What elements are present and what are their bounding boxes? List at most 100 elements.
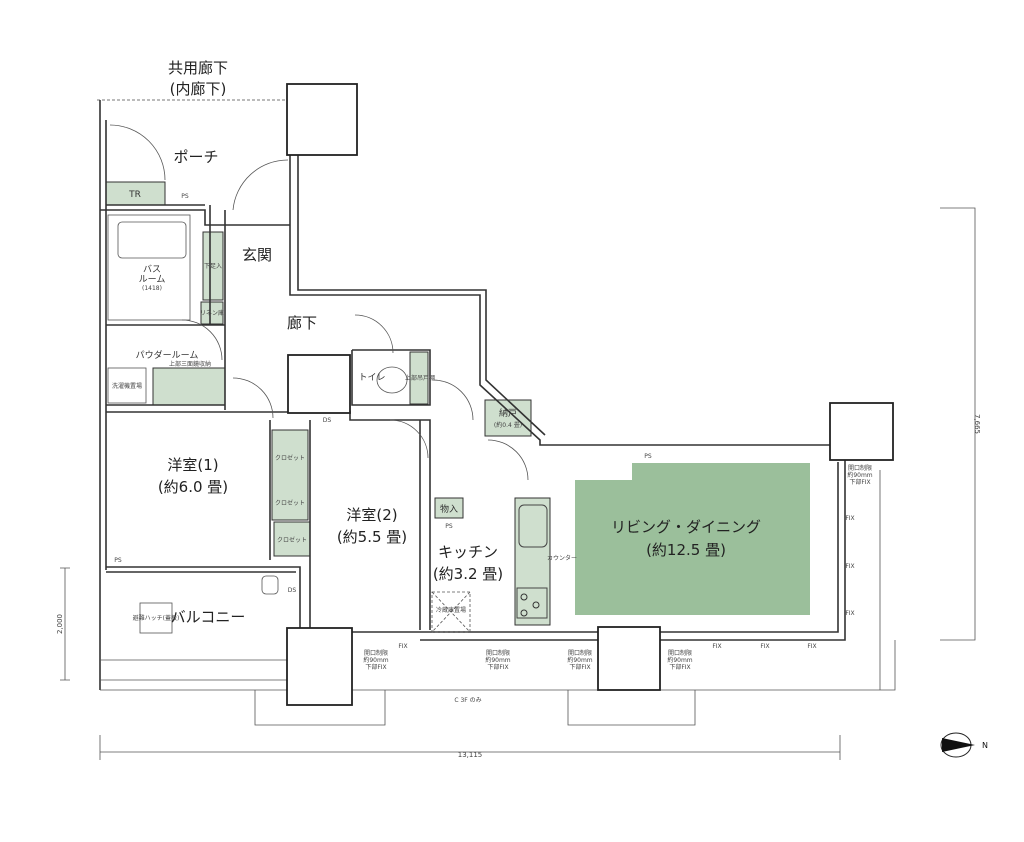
stove	[516, 587, 548, 619]
bath-label: バス	[143, 264, 161, 275]
drain-icon	[261, 575, 279, 595]
western1-label: 洋室(1)	[167, 456, 218, 474]
powder-room-label: パウダールーム	[136, 349, 199, 361]
width-dimension: 13,115	[458, 751, 483, 759]
entrance-label: 玄関	[242, 246, 272, 264]
svg-text:約90mm: 約90mm	[485, 656, 510, 664]
hatch-label: 避難ハッチ(蓋板)	[133, 614, 180, 622]
svg-text:開口制限: 開口制限	[848, 464, 872, 472]
depth-dimension: 7,665	[973, 414, 981, 434]
walls-left	[99, 100, 290, 690]
svg-text:下部FIX: 下部FIX	[669, 663, 690, 671]
living-size: (約12.5 畳)	[646, 541, 726, 559]
svg-text:FIX: FIX	[845, 515, 854, 522]
tr-label: TR	[128, 190, 141, 200]
closet-label: クロゼット	[275, 454, 305, 462]
storage	[434, 497, 464, 519]
svg-text:約90mm: 約90mm	[847, 471, 872, 479]
shoe-cabinet	[202, 231, 224, 301]
compass-icon: N	[940, 732, 988, 758]
kitchen-counter	[514, 497, 551, 626]
walls-interior	[106, 349, 431, 630]
toilet-storage-label: 上部吊戸棚	[405, 374, 435, 382]
porch-label: ポーチ	[173, 148, 218, 166]
toilet-icon	[376, 366, 408, 394]
burner-icon	[520, 593, 528, 601]
kitchen-label: キッチン	[438, 543, 498, 561]
shoe-cabinet-label: 下足入	[204, 263, 222, 270]
hatch-box	[139, 602, 173, 634]
svg-text:約90mm: 約90mm	[363, 656, 388, 664]
burner-icon	[532, 601, 540, 609]
svg-text:FIX: FIX	[845, 610, 854, 617]
washer-space	[107, 367, 147, 404]
balcony-lines	[100, 470, 896, 726]
svg-text:FIX: FIX	[760, 643, 769, 650]
living-label: リビング・ダイニング	[611, 518, 761, 536]
nando-size: (約0.4 畳)	[494, 421, 522, 429]
fridge-space	[431, 591, 471, 633]
western2-label: 洋室(2)	[346, 506, 397, 524]
walls-upper	[289, 100, 835, 446]
bath-size: (1418)	[142, 285, 162, 292]
washer-label: 洗濯機置場	[112, 382, 142, 390]
corridor-label: 共用廊下	[168, 59, 228, 77]
svg-text:下部FIX: 下部FIX	[849, 478, 870, 486]
svg-text:下部FIX: 下部FIX	[487, 663, 508, 671]
svg-text:FIX: FIX	[712, 643, 721, 650]
compass-north-label: N	[982, 741, 988, 750]
svg-text:下部FIX: 下部FIX	[365, 663, 386, 671]
ps-balcony-label: PS	[114, 557, 122, 564]
column	[286, 627, 353, 706]
hallway-label: 廊下	[287, 314, 317, 332]
ps-porch-label: PS	[181, 193, 189, 200]
column	[286, 83, 358, 156]
living-notch	[575, 463, 632, 480]
ds-balcony-label: DS	[288, 587, 297, 594]
column	[829, 402, 894, 461]
svg-text:開口制限: 開口制限	[364, 649, 388, 657]
balcony-dimension: 2,000	[56, 614, 64, 634]
nando-label: 納戸	[499, 407, 517, 419]
ps-living-label: PS	[644, 453, 652, 460]
svg-text:FIX: FIX	[845, 563, 854, 570]
bath-room	[107, 214, 191, 321]
fridge-cross	[431, 591, 471, 633]
fridge-label: 冷蔵庫置場	[436, 606, 466, 614]
closet-label: クロゼット	[275, 499, 305, 507]
burner-icon	[520, 609, 528, 617]
powder-note: 上部三面鏡収納	[169, 360, 211, 368]
svg-text:約90mm: 約90mm	[567, 656, 592, 664]
sink	[518, 504, 548, 548]
svg-text:開口制限: 開口制限	[486, 649, 510, 657]
vanity	[152, 367, 226, 406]
corridor-sub-label: (内廊下)	[170, 80, 227, 98]
western1-size: (約6.0 畳)	[158, 478, 228, 496]
door-swings	[109, 124, 529, 481]
width-dimension-line	[99, 735, 841, 760]
svg-text:開口制限: 開口制限	[668, 649, 692, 657]
kitchen-size: (約3.2 畳)	[433, 565, 503, 583]
balcony-label: バルコニー	[171, 608, 246, 626]
svg-text:FIX: FIX	[398, 643, 407, 650]
western2-size: (約5.5 畳)	[337, 528, 407, 546]
svg-text:開口制限: 開口制限	[568, 649, 592, 657]
balcony-dimension-line	[60, 567, 70, 681]
walls-outer	[106, 460, 846, 641]
svg-text:約90mm: 約90mm	[667, 656, 692, 664]
storage-label: 物入	[440, 503, 458, 515]
bathtub	[117, 221, 187, 259]
balcony-note: C 3F のみ	[454, 697, 481, 704]
depth-dimension-line	[940, 207, 976, 641]
linen-label: リネン庫	[200, 309, 224, 317]
svg-text:下部FIX: 下部FIX	[569, 663, 590, 671]
column	[597, 626, 661, 691]
svg-text:FIX: FIX	[807, 643, 816, 650]
living-floor	[575, 463, 810, 615]
closet-label: クロゼット	[277, 536, 307, 544]
linen-cabinet	[200, 301, 224, 325]
column	[287, 354, 351, 414]
bath-label-2: ルーム	[139, 274, 166, 285]
